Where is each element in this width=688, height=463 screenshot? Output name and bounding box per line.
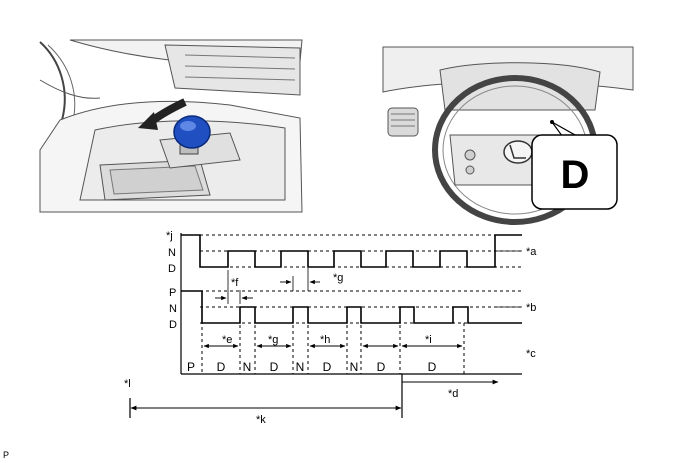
- gear-cell: D: [428, 360, 437, 374]
- gear-cell: D: [323, 360, 332, 374]
- gear-cell: N: [243, 360, 252, 374]
- callout-e: *e: [222, 334, 232, 346]
- gear-display-letter: D: [561, 153, 590, 197]
- timing-chart: *j N D P N D *a *b *c *d *e *f *g *g *h …: [124, 230, 537, 426]
- label-j: *j: [166, 230, 173, 242]
- gear-cell: N: [296, 360, 305, 374]
- gear-cell: D: [217, 360, 226, 374]
- gear-cell: P: [187, 360, 195, 374]
- shift-lever-illustration: [39, 39, 303, 213]
- gear-cell: D: [377, 360, 386, 374]
- label-bottom-p: P: [169, 287, 176, 299]
- callout-c: *c: [526, 348, 536, 360]
- callout-g-upper: *g: [333, 272, 343, 284]
- label-top-d: D: [168, 263, 176, 275]
- gear-display-callout: D: [531, 134, 618, 210]
- top-waveform: [181, 234, 522, 268]
- gear-cell: N: [350, 360, 359, 374]
- label-bottom-d: D: [169, 319, 177, 331]
- callout-d: *d: [448, 388, 458, 400]
- callout-f: *f: [231, 277, 239, 289]
- callout-i: *i: [425, 334, 432, 346]
- callout-l: *l: [124, 378, 131, 390]
- callout-g-lower: *g: [268, 334, 278, 346]
- callout-b: *b: [526, 302, 536, 314]
- label-bottom-n: N: [169, 303, 177, 315]
- callout-k: *k: [256, 414, 266, 426]
- label-top-n: N: [168, 247, 176, 259]
- callout-h: *h: [320, 334, 330, 346]
- gear-cell: D: [270, 360, 279, 374]
- figure-code: P: [3, 450, 10, 460]
- callout-a: *a: [526, 246, 537, 258]
